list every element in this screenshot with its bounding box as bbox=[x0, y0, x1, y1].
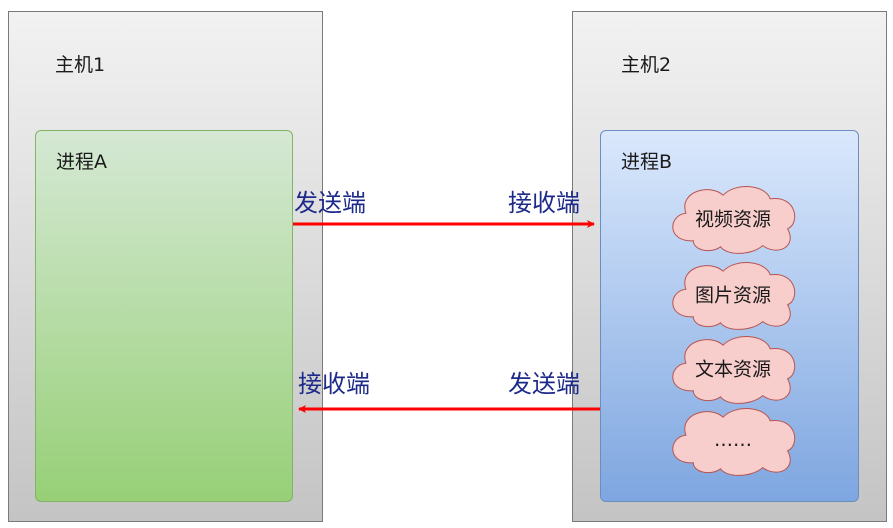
host-1-label: 主机1 bbox=[55, 54, 106, 76]
process-b-sender-label: 发送端 bbox=[508, 370, 580, 398]
process-b-label: 进程B bbox=[621, 151, 673, 173]
process-b-receiver-label: 接收端 bbox=[508, 189, 580, 217]
process-a-receiver-label: 接收端 bbox=[298, 370, 370, 398]
resource-cloud-label: …… bbox=[714, 429, 752, 451]
process-a-sender-label: 发送端 bbox=[294, 189, 366, 217]
process-a-label: 进程A bbox=[56, 151, 107, 173]
resource-cloud bbox=[672, 336, 796, 404]
resource-cloud-label: 视频资源 bbox=[694, 208, 772, 231]
process-a-box: 进程A bbox=[35, 130, 293, 502]
resource-cloud bbox=[672, 408, 796, 476]
resource-cloud bbox=[672, 186, 796, 254]
host-2-label: 主机2 bbox=[621, 54, 672, 76]
resource-cloud bbox=[672, 262, 796, 330]
resource-cloud-label: 图片资源 bbox=[694, 284, 772, 307]
resource-cloud-label: 文本资源 bbox=[694, 358, 772, 381]
